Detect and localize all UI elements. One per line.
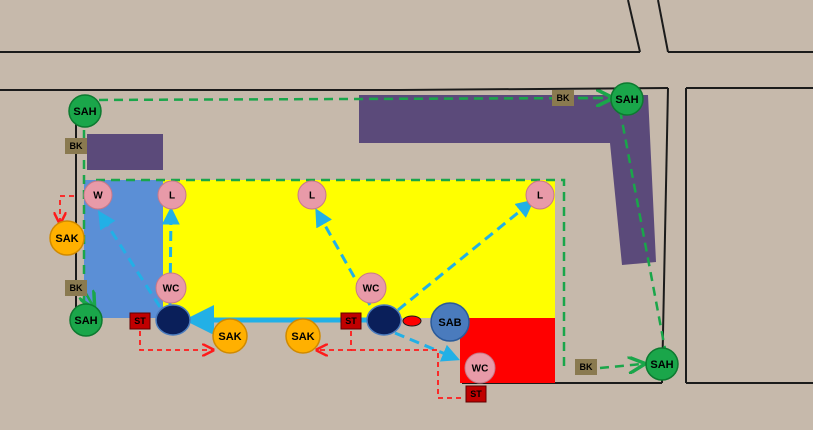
sah-label: SAH xyxy=(650,359,673,371)
wc-node-left: WC xyxy=(155,272,187,304)
bk-top-left: BK xyxy=(65,138,87,154)
sab-label: SAB xyxy=(438,317,461,329)
sak-label: SAK xyxy=(218,331,241,343)
building-l-shaped xyxy=(359,95,656,265)
sah-label: SAH xyxy=(615,94,638,106)
valve-marker xyxy=(402,315,422,327)
sah-label: SAH xyxy=(74,315,97,327)
wc-label: WC xyxy=(363,284,380,295)
sak-label: SAK xyxy=(55,233,78,245)
l-node-1: L xyxy=(157,180,187,210)
l-node-2: L xyxy=(297,180,327,210)
st-label: ST xyxy=(470,389,482,399)
st-label: ST xyxy=(345,316,357,326)
manhole-right xyxy=(366,304,402,336)
wc-node-center: WC xyxy=(355,272,387,304)
sah-label: SAH xyxy=(73,106,96,118)
sab-node: SAB xyxy=(430,302,470,342)
wc-label: WC xyxy=(472,364,489,375)
sah-bottom-right: SAH xyxy=(645,347,679,381)
sah-left: SAH xyxy=(69,303,103,337)
st-left: ST xyxy=(129,312,151,330)
road-lines xyxy=(0,0,813,384)
wc-node-right: WC xyxy=(464,352,496,384)
bk-label: BK xyxy=(580,362,593,372)
st-label: ST xyxy=(134,316,146,326)
sak-center-left: SAK xyxy=(212,318,248,354)
l-label: L xyxy=(537,191,543,202)
bk-top-right: BK xyxy=(552,90,574,106)
sak-center-right: SAK xyxy=(285,318,321,354)
bk-label: BK xyxy=(70,141,83,151)
l-label: L xyxy=(169,191,175,202)
sak-left: SAK xyxy=(49,220,85,256)
green-arrow-bottom xyxy=(599,364,642,368)
st-center: ST xyxy=(340,312,362,330)
manhole-left xyxy=(155,304,191,336)
bk-left: BK xyxy=(65,280,87,296)
red-sewer-lines xyxy=(60,195,465,399)
bk-label: BK xyxy=(70,283,83,293)
building-small xyxy=(87,134,163,170)
sah-top-right: SAH xyxy=(610,82,644,116)
w-label: W xyxy=(93,191,103,202)
bk-bottom-right: BK xyxy=(575,359,597,375)
w-node: W xyxy=(83,180,113,210)
bk-label: BK xyxy=(557,93,570,103)
l-label: L xyxy=(309,191,315,202)
sah-top-left: SAH xyxy=(68,94,102,128)
wc-label: WC xyxy=(163,284,180,295)
l-node-3: L xyxy=(525,180,555,210)
st-bottom: ST xyxy=(465,385,487,403)
sak-label: SAK xyxy=(291,331,314,343)
